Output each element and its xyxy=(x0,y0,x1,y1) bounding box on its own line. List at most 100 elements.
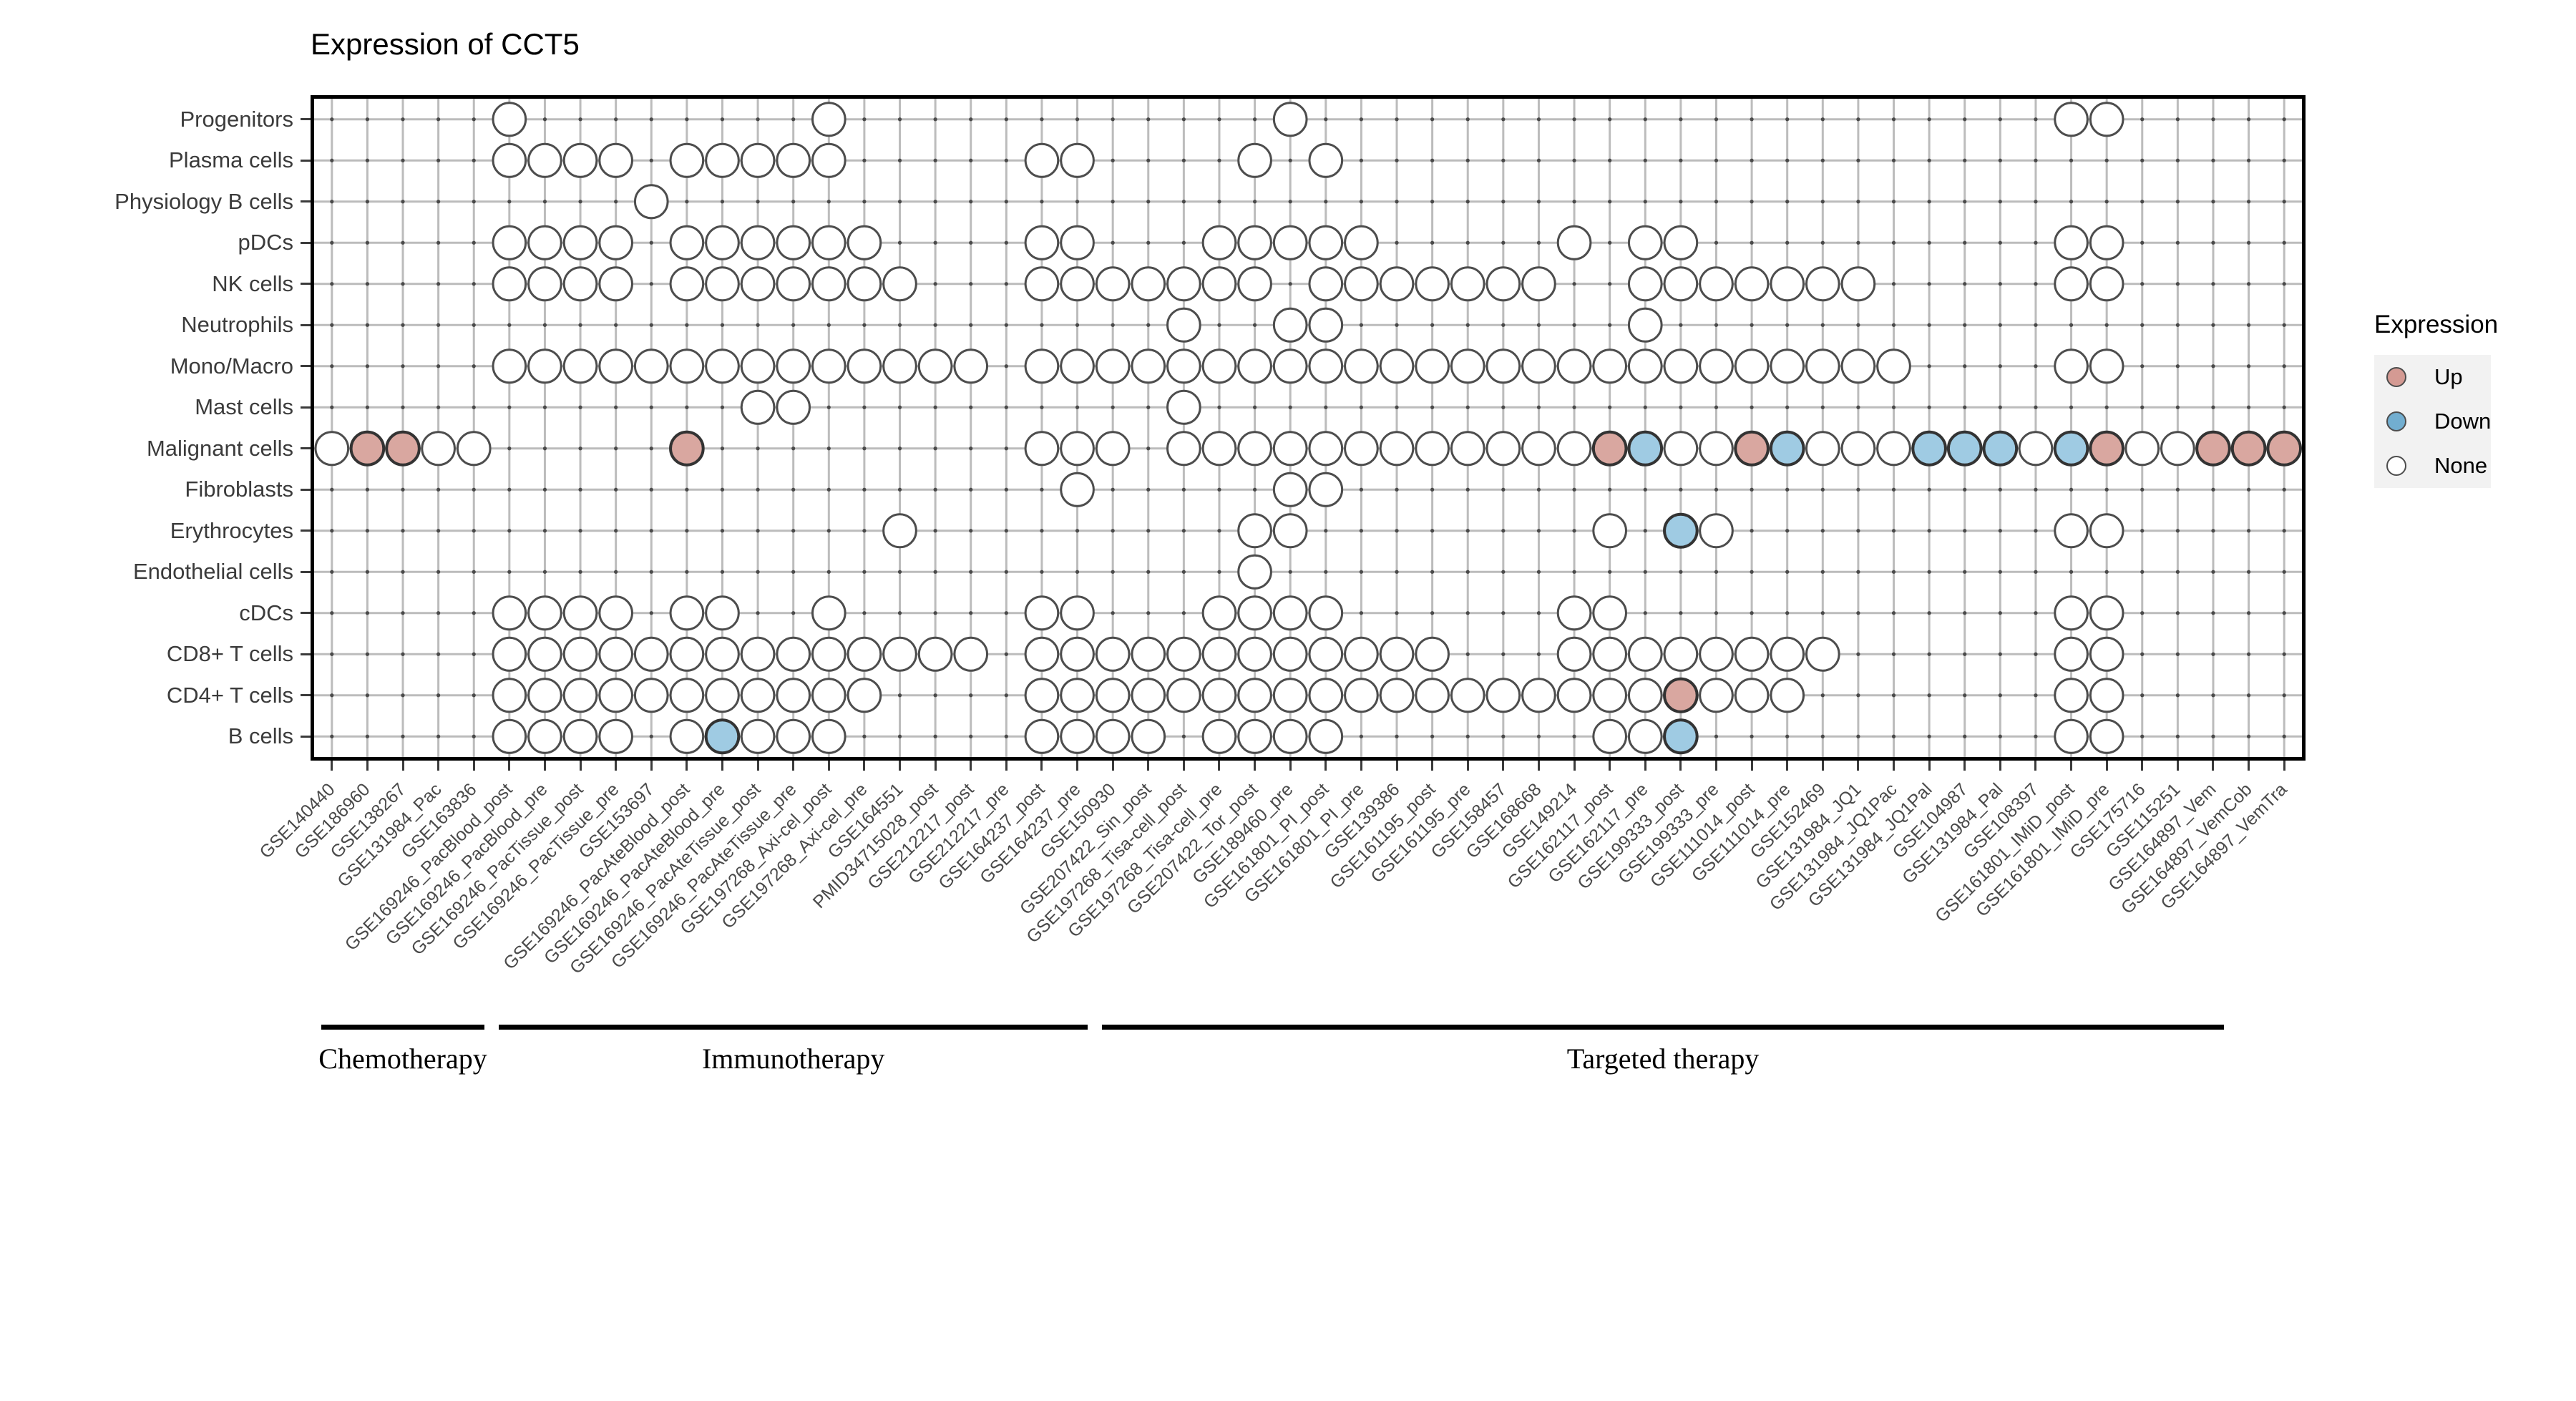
expression-dot xyxy=(1556,431,1592,467)
y-axis-label-pdcs: pDCs xyxy=(238,230,293,255)
expression-dot xyxy=(1627,636,1663,672)
expression-dot xyxy=(1308,636,1344,672)
expression-dot xyxy=(2054,718,2089,754)
expression-dot xyxy=(740,225,776,260)
expression-dot xyxy=(1734,266,1770,302)
y-axis-label-progenitors: Progenitors xyxy=(180,106,293,132)
expression-dot xyxy=(527,595,562,631)
expression-dot xyxy=(1024,348,1060,384)
expression-dot xyxy=(1450,678,1485,713)
x-axis-tick xyxy=(2105,761,2108,771)
expression-dot xyxy=(1308,266,1344,302)
expression-dot xyxy=(1770,266,1805,302)
expression-dot xyxy=(776,225,811,260)
expression-dot xyxy=(669,636,705,672)
x-axis-tick xyxy=(2141,761,2144,771)
legend-title: Expression xyxy=(2374,311,2499,338)
x-axis-tick xyxy=(1893,761,1896,771)
expression-dot xyxy=(1272,513,1308,549)
expression-dot xyxy=(669,142,705,178)
expression-dot xyxy=(1627,307,1663,343)
legend-swatch xyxy=(2374,399,2419,444)
x-axis-tick xyxy=(1573,761,1576,771)
expression-dot xyxy=(1592,718,1627,754)
expression-dot xyxy=(2089,225,2124,260)
x-axis-tick xyxy=(2248,761,2250,771)
expression-dot xyxy=(740,718,776,754)
x-axis-tick xyxy=(1076,761,1079,771)
y-axis-tick xyxy=(301,694,311,697)
expression-dot xyxy=(1131,348,1166,384)
expression-dot xyxy=(1272,431,1308,467)
expression-dot xyxy=(2230,430,2267,467)
expression-dot xyxy=(1592,348,1627,384)
expression-dot xyxy=(1450,348,1485,384)
expression-dot xyxy=(1095,431,1131,467)
expression-dot xyxy=(1521,348,1556,384)
expression-dot xyxy=(562,225,598,260)
expression-dot xyxy=(1060,636,1095,672)
expression-dot xyxy=(1379,678,1415,713)
x-axis-tick xyxy=(1431,761,1434,771)
expression-dot xyxy=(527,142,562,178)
expression-dot xyxy=(2266,430,2302,467)
expression-dot xyxy=(1308,595,1344,631)
x-axis-tick xyxy=(934,761,937,771)
legend-item[interactable]: None xyxy=(2374,444,2491,488)
expression-dot xyxy=(1060,431,1095,467)
expression-dot xyxy=(2089,636,2124,672)
x-axis-tick xyxy=(1714,761,1717,771)
x-axis-tick xyxy=(863,761,866,771)
y-axis-label-cd4-t-cells: CD4+ T cells xyxy=(166,682,293,708)
expression-dot xyxy=(882,636,917,672)
expression-dot xyxy=(2089,348,2124,384)
expression-dot xyxy=(2089,595,2124,631)
expression-dot xyxy=(1770,636,1805,672)
expression-dot xyxy=(1201,718,1237,754)
expression-dot xyxy=(1308,142,1344,178)
expression-dot xyxy=(1308,225,1344,260)
expression-dot xyxy=(1485,678,1521,713)
expression-dot xyxy=(1450,266,1485,302)
legend-item[interactable]: Up xyxy=(2374,355,2491,399)
expression-dot xyxy=(1734,348,1770,384)
expression-dot xyxy=(1024,636,1060,672)
expression-dot xyxy=(1131,266,1166,302)
x-axis-tick xyxy=(2283,761,2285,771)
x-axis-tick xyxy=(472,761,475,771)
expression-dot xyxy=(2053,430,2089,467)
expression-dot xyxy=(1556,225,1592,260)
expression-dot xyxy=(2089,266,2124,302)
y-axis-tick xyxy=(301,529,311,532)
expression-dot xyxy=(740,142,776,178)
expression-dot xyxy=(1166,431,1201,467)
expression-dot xyxy=(1521,431,1556,467)
expression-dot xyxy=(1201,431,1237,467)
legend-dot-icon xyxy=(2386,411,2406,431)
expression-dot xyxy=(1060,225,1095,260)
expression-dot xyxy=(598,266,633,302)
x-axis-tick xyxy=(1999,761,2001,771)
expression-dot xyxy=(1485,348,1521,384)
legend-item[interactable]: Down xyxy=(2374,399,2491,444)
expression-dot xyxy=(1485,266,1521,302)
expression-dot xyxy=(740,389,776,425)
expression-dot xyxy=(2160,431,2195,467)
expression-dot xyxy=(1272,348,1308,384)
expression-dot xyxy=(492,678,527,713)
expression-dot xyxy=(1308,307,1344,343)
expression-dot xyxy=(633,678,669,713)
x-axis-tick xyxy=(1324,761,1327,771)
group-label-immunotherapy: Immunotherapy xyxy=(701,1043,885,1075)
x-axis-tick xyxy=(1502,761,1505,771)
y-axis-tick xyxy=(301,612,311,615)
expression-dot xyxy=(598,678,633,713)
expression-dot xyxy=(2054,513,2089,549)
x-axis-tick xyxy=(579,761,582,771)
expression-dot xyxy=(1201,595,1237,631)
expression-dot xyxy=(1344,636,1379,672)
expression-dot xyxy=(811,678,847,713)
x-axis-tick xyxy=(1111,761,1114,771)
expression-dot xyxy=(633,636,669,672)
